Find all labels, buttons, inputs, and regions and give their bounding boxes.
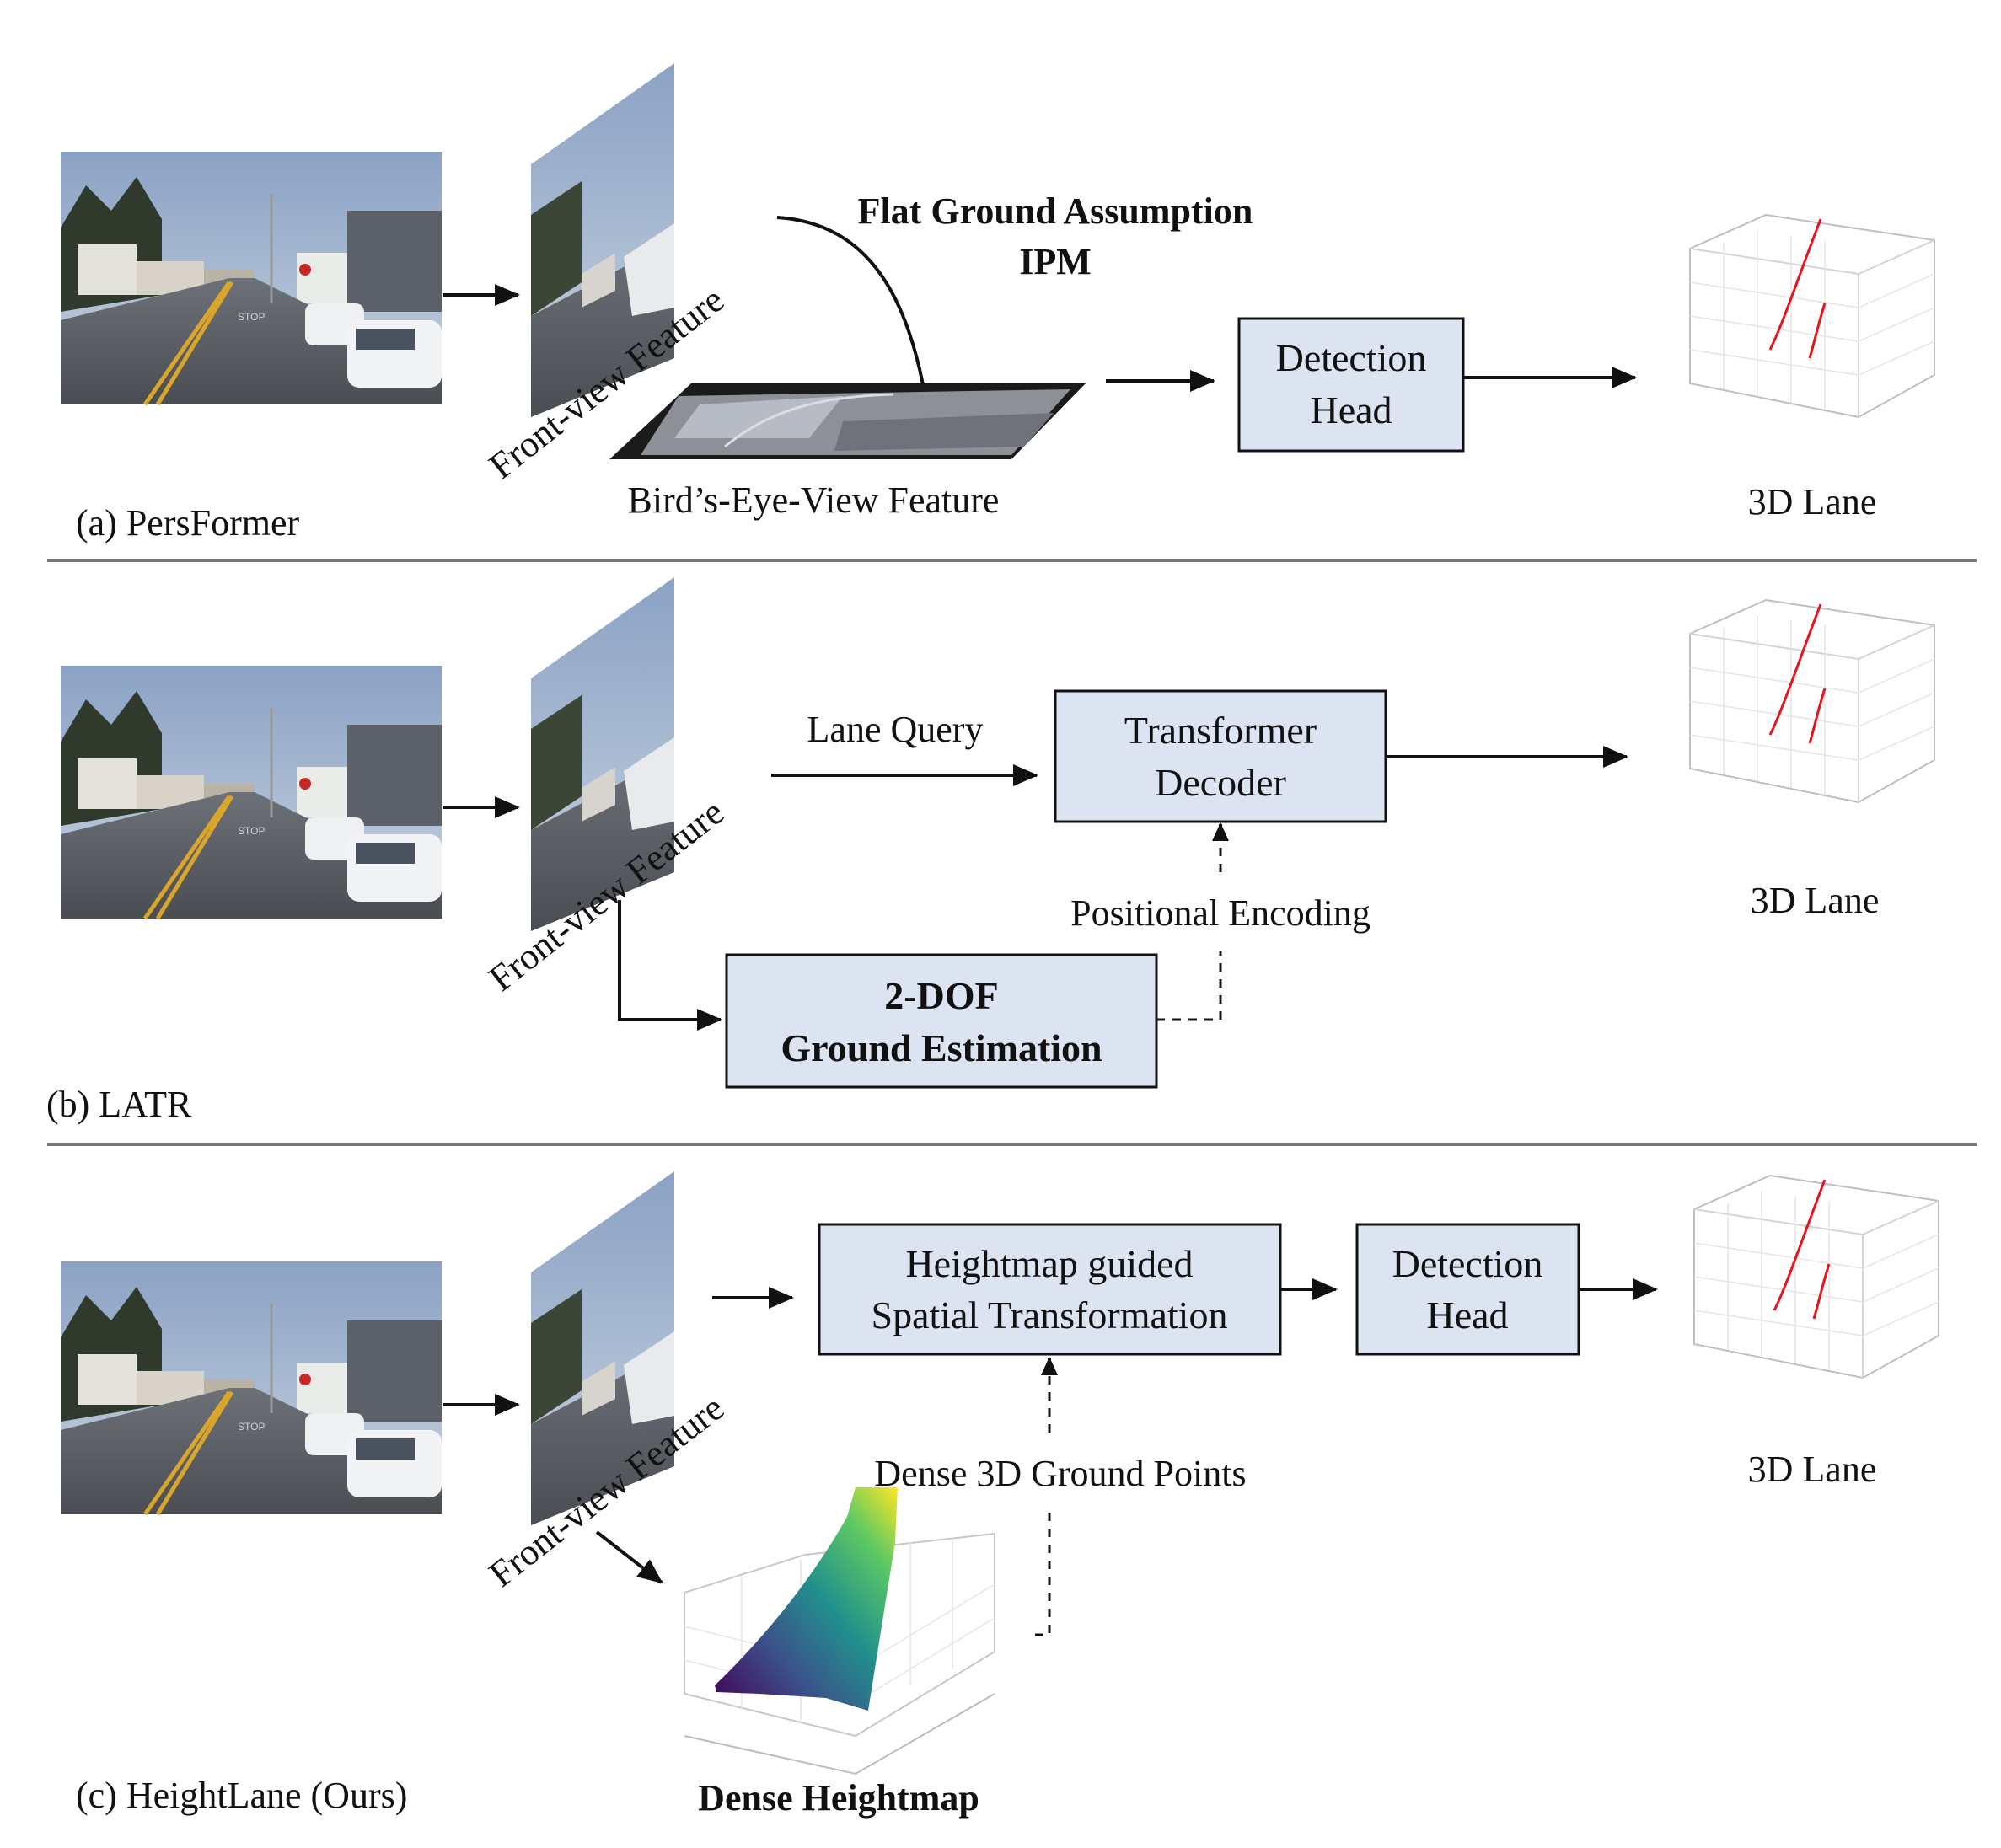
3d-lane-label: 3D Lane xyxy=(1748,481,1877,522)
bev-feature-image xyxy=(609,383,1086,459)
dashed-ground-to-pe xyxy=(1156,951,1222,1021)
ipm-label: IPM xyxy=(1019,241,1092,282)
ground-estimation-line1: 2-DOF xyxy=(884,974,998,1017)
bev-feature-label: Bird’s-Eye-View Feature xyxy=(628,479,1000,521)
transformer-decoder-box: Transformer Decoder xyxy=(1054,689,1387,823)
arrow-feature-to-heightmap xyxy=(595,1530,663,1584)
3d-lane-label: 3D Lane xyxy=(1751,880,1880,921)
dashed-heightmap-to-points xyxy=(1035,1513,1051,1636)
input-image xyxy=(61,152,442,404)
detection-head-line1: Detection xyxy=(1392,1242,1543,1285)
transformer-decoder-line2: Decoder xyxy=(1155,761,1286,804)
dense-heightmap-plot xyxy=(684,1487,995,1776)
input-image xyxy=(61,666,442,919)
flat-ground-assumption-label: Flat Ground Assumption xyxy=(858,190,1253,232)
panel-persformer: Front-view Feature Flat Ground Assumptio… xyxy=(61,63,1936,544)
input-image xyxy=(61,1261,442,1514)
ground-estimation-box: 2-DOF Ground Estimation xyxy=(725,953,1158,1089)
panel-caption: (c) HeightLane (Ours) xyxy=(76,1775,407,1816)
3d-lane-plot xyxy=(1688,213,1936,419)
panel-caption: (a) PersFormer xyxy=(76,502,299,544)
spatial-transformation-box: Heightmap guided Spatial Transformation xyxy=(818,1223,1282,1356)
arrow-feature-to-ground xyxy=(618,900,722,1031)
detection-head-box: Detection Head xyxy=(1237,317,1465,453)
dense-3d-ground-points-label: Dense 3D Ground Points xyxy=(874,1453,1246,1494)
3d-lane-label: 3D Lane xyxy=(1748,1449,1877,1490)
detection-head-box: Detection Head xyxy=(1355,1223,1580,1356)
lane-query-label: Lane Query xyxy=(807,709,984,750)
spatial-transformation-line2: Spatial Transformation xyxy=(872,1294,1228,1336)
detection-head-line2: Head xyxy=(1426,1294,1508,1336)
3d-lane-plot xyxy=(1693,1174,1940,1379)
ground-estimation-line2: Ground Estimation xyxy=(781,1026,1102,1069)
positional-encoding-label: Positional Encoding xyxy=(1070,892,1371,934)
panel-latr: Front-view Feature Lane Query Transforme… xyxy=(46,577,1936,1125)
panel-heightlane: Front-view Feature Heightmap guided Spat… xyxy=(61,1171,1940,1819)
detection-head-line2: Head xyxy=(1310,388,1392,431)
detection-head-line1: Detection xyxy=(1276,336,1427,379)
dense-heightmap-label: Dense Heightmap xyxy=(698,1777,979,1819)
spatial-transformation-line1: Heightmap guided xyxy=(905,1242,1193,1285)
3d-lane-plot xyxy=(1688,598,1936,804)
transformer-decoder-line1: Transformer xyxy=(1124,709,1317,752)
panel-caption: (b) LATR xyxy=(46,1084,192,1125)
